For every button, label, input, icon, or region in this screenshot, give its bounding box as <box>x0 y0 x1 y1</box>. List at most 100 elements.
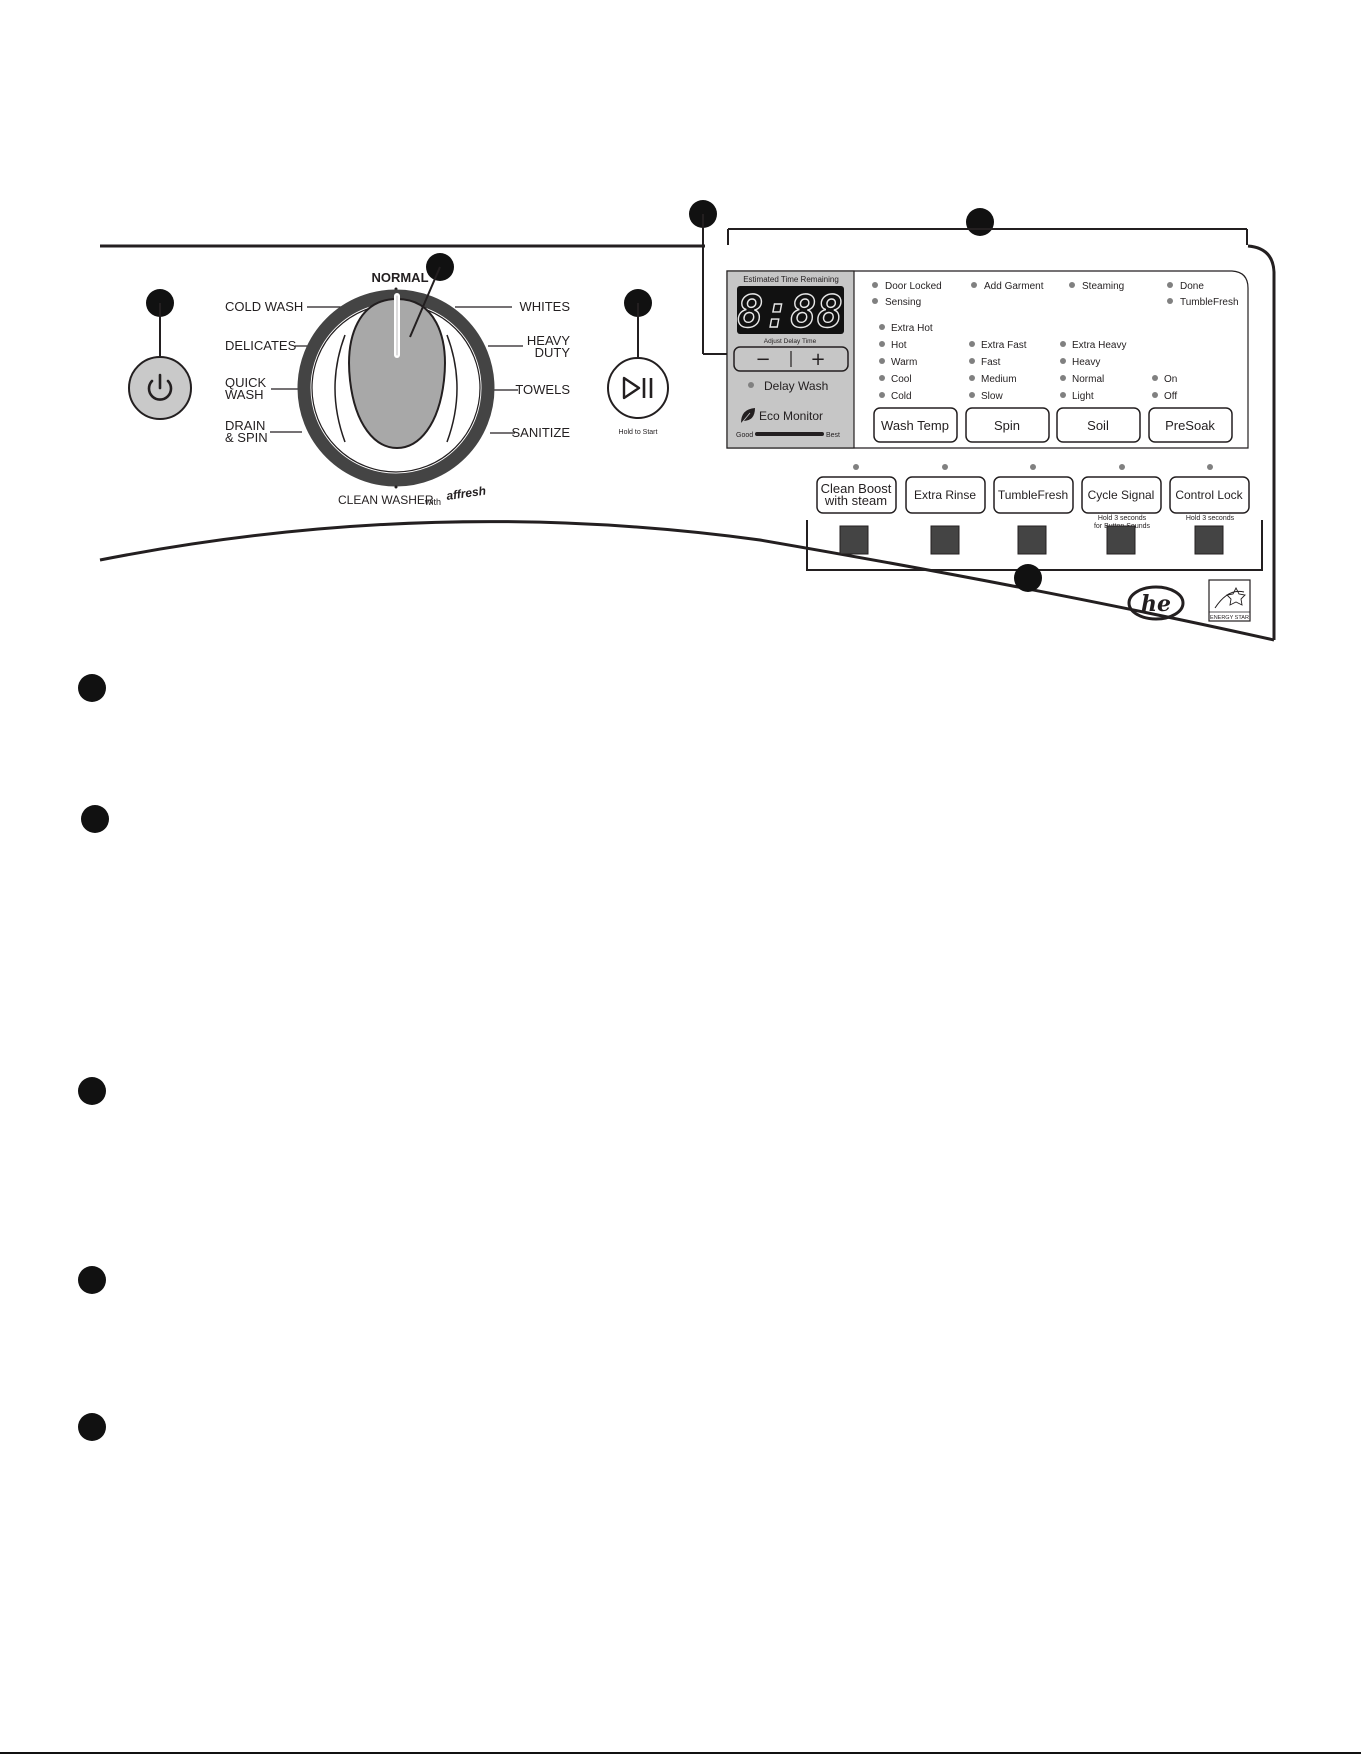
svg-text:ENERGY STAR: ENERGY STAR <box>1210 615 1249 621</box>
temp-extra-hot: Extra Hot <box>891 323 933 334</box>
option-pad-2[interactable] <box>930 525 960 555</box>
delay-wash-led <box>748 382 754 388</box>
presoak-button[interactable]: PreSoak <box>1148 407 1233 443</box>
start-caption: Hold to Start <box>619 429 658 436</box>
eco-monitor-bar <box>755 432 824 436</box>
dial-label-delicates: DELICATES <box>225 338 297 353</box>
soil-button[interactable]: Soil <box>1056 407 1141 443</box>
control-lock-label: Control Lock <box>1175 488 1243 502</box>
temp-cool: Cool <box>891 374 912 385</box>
presoak-off: Off <box>1164 391 1177 402</box>
he-logo: he <box>1127 585 1185 621</box>
temp-warm: Warm <box>891 357 917 368</box>
wash-temp-button[interactable]: Wash Temp <box>873 407 958 443</box>
option-pad-5[interactable] <box>1194 525 1224 555</box>
display-region <box>726 270 1249 449</box>
dial-label-spin: & SPIN <box>225 430 268 445</box>
display-header: Estimated Time Remaining <box>743 275 839 284</box>
spin-medium: Medium <box>981 374 1017 385</box>
spin-button[interactable]: Spin <box>965 407 1050 443</box>
status-tumblefresh: TumbleFresh <box>1180 297 1239 308</box>
sensing-led <box>872 298 878 304</box>
eco-good-label: Good <box>736 432 753 439</box>
control-lock-note: Hold 3 seconds <box>1186 515 1235 522</box>
legend-marker-5 <box>78 1413 106 1441</box>
time-digits: 8:88 <box>737 287 843 338</box>
clean-boost-label: Clean Boost <box>821 481 892 496</box>
dial-knob[interactable] <box>348 297 446 450</box>
option-pad-4[interactable] <box>1106 525 1136 555</box>
clean-boost-sublabel: with steam <box>824 493 887 508</box>
presoak-on: On <box>1164 374 1177 385</box>
delay-wash-label: Delay Wash <box>764 379 828 393</box>
cycle-signal-button[interactable]: Cycle Signal <box>1081 476 1162 514</box>
dial-label-normal: NORMAL <box>371 270 428 285</box>
eco-best-label: Best <box>826 432 840 439</box>
dial-label-clean-washer: CLEAN WASHER <box>338 493 434 507</box>
affresh-logo: affresh <box>445 484 486 503</box>
extra-rinse-button[interactable]: Extra Rinse <box>905 476 986 514</box>
presoak-button-label: PreSoak <box>1165 418 1215 433</box>
done-led <box>1167 282 1173 288</box>
dial-label-wash: WASH <box>225 387 264 402</box>
status-sensing: Sensing <box>885 297 921 308</box>
spin-fast: Fast <box>981 357 1001 368</box>
clean-boost-button[interactable]: Clean Boost with steam <box>816 476 897 514</box>
power-icon <box>147 373 173 401</box>
add-garment-led <box>971 282 977 288</box>
legend-marker-2 <box>81 805 109 833</box>
spin-slow: Slow <box>981 391 1003 402</box>
dial-label-sanitize: SANITIZE <box>511 425 570 440</box>
tumblefresh-label: TumbleFresh <box>998 488 1068 502</box>
temp-hot: Hot <box>891 340 907 351</box>
legend-marker-3 <box>78 1077 106 1105</box>
wash-temp-button-label: Wash Temp <box>881 418 949 433</box>
spin-extra-fast: Extra Fast <box>981 340 1027 351</box>
tumblefresh-led <box>1167 298 1173 304</box>
play-pause-icon <box>622 376 653 400</box>
soil-button-label: Soil <box>1087 418 1109 433</box>
dial-label-drain: DRAIN <box>225 418 265 433</box>
extra-rinse-label: Extra Rinse <box>914 488 976 502</box>
dial-label-with: with <box>424 497 441 507</box>
temp-cold: Cold <box>891 391 912 402</box>
callout-marker <box>966 208 994 236</box>
cycle-signal-note: Hold 3 seconds <box>1098 515 1147 522</box>
status-done: Done <box>1180 281 1204 292</box>
legend-marker-1 <box>78 674 106 702</box>
dial-label-towels: TOWELS <box>515 382 570 397</box>
adjust-delay-label: Adjust Delay Time <box>764 338 817 345</box>
door-locked-led <box>872 282 878 288</box>
status-add-garment: Add Garment <box>984 281 1044 292</box>
cycle-selector-dial[interactable] <box>297 289 495 487</box>
steaming-led <box>1069 282 1075 288</box>
soil-heavy: Heavy <box>1072 357 1100 368</box>
panel-right-edge <box>1247 244 1276 640</box>
option-pad-1[interactable] <box>839 525 869 555</box>
energy-star-logo: ENERGY STAR <box>1208 579 1251 622</box>
eco-monitor-label: Eco Monitor <box>759 409 823 423</box>
legend-marker-4 <box>78 1266 106 1294</box>
tumblefresh-button[interactable]: TumbleFresh <box>993 476 1074 514</box>
soil-extra-heavy: Extra Heavy <box>1072 340 1126 351</box>
power-button[interactable] <box>128 356 192 420</box>
callout-marker <box>1014 564 1042 592</box>
start-pause-button[interactable] <box>607 357 669 419</box>
status-door-locked: Door Locked <box>885 281 942 292</box>
dial-label-quick: QUICK <box>225 375 267 390</box>
delay-minus-button[interactable]: − <box>755 349 770 370</box>
cycle-signal-label: Cycle Signal <box>1088 488 1155 502</box>
dial-label-heavy: HEAVY <box>527 333 570 348</box>
dial-label-cold-wash: COLD WASH <box>225 299 303 314</box>
time-display <box>737 286 844 334</box>
soil-normal: Normal <box>1072 374 1104 385</box>
dial-label-whites: WHITES <box>519 299 570 314</box>
delay-plus-button[interactable]: + <box>810 349 825 370</box>
spin-button-label: Spin <box>994 418 1020 433</box>
star-icon <box>1226 586 1246 606</box>
option-pad-3[interactable] <box>1017 525 1047 555</box>
dial-label-duty: DUTY <box>535 345 571 360</box>
status-steaming: Steaming <box>1082 281 1124 292</box>
control-lock-button[interactable]: Control Lock <box>1169 476 1250 514</box>
